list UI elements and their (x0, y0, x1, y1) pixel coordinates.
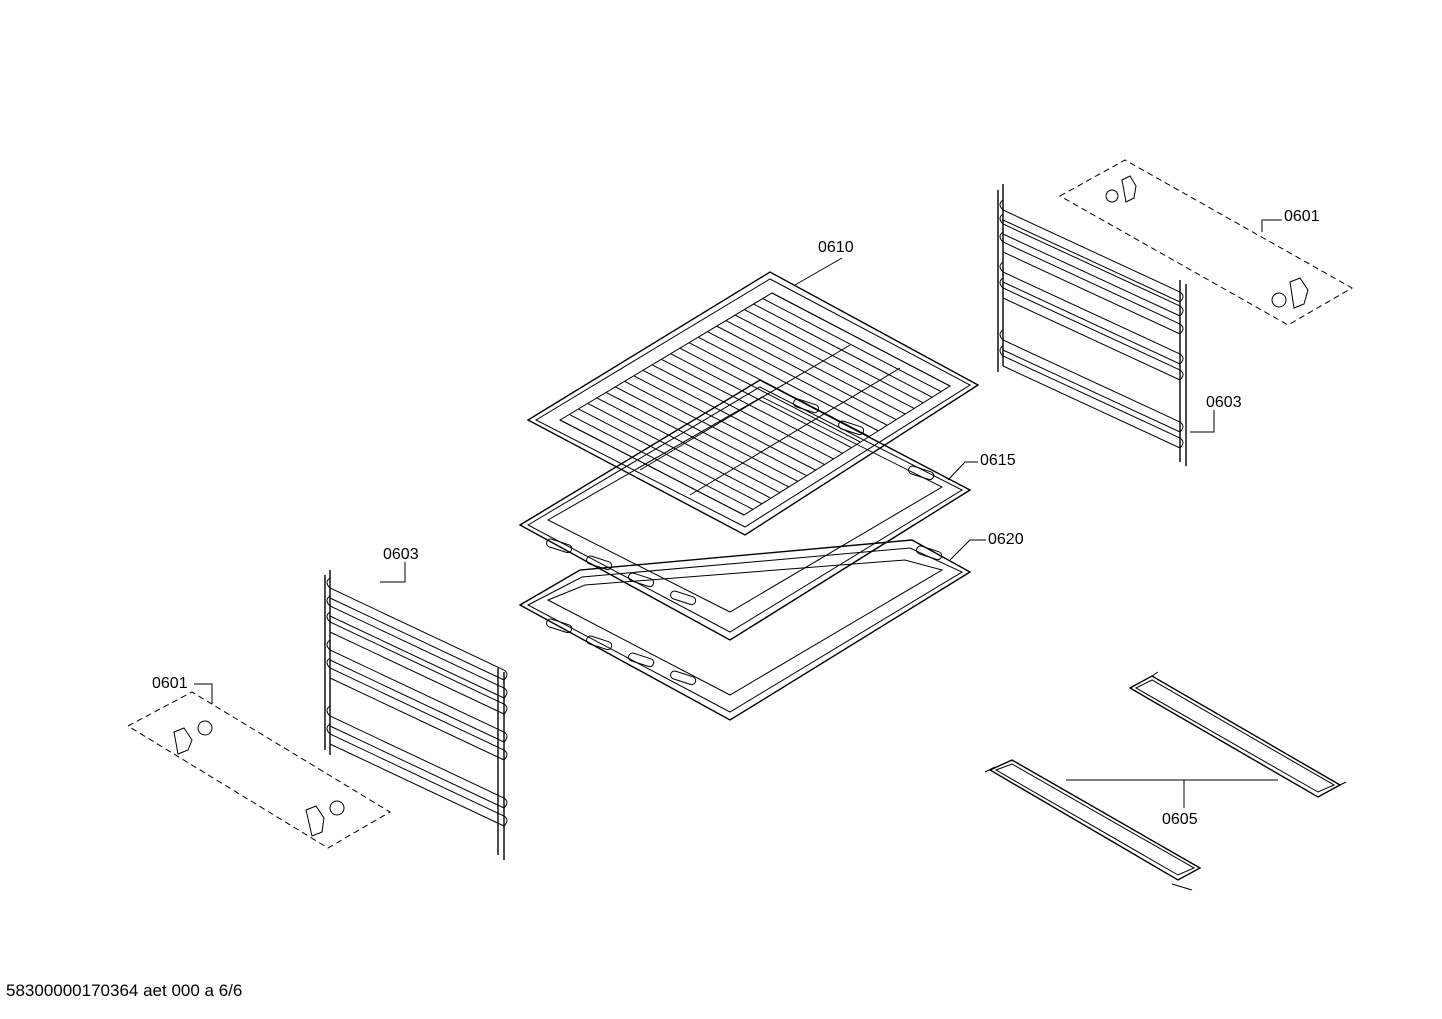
callout-label: 0603 (1206, 394, 1242, 411)
clip-icon (173, 720, 213, 755)
baking-tray-upper (518, 379, 972, 641)
callout-0603-left: 0603 (380, 546, 419, 583)
callout-label: 0603 (383, 546, 419, 563)
callout-0603-right: 0603 (1190, 394, 1242, 433)
wire-rack (526, 271, 980, 536)
callout-0620: 0620 (949, 531, 1024, 561)
document-reference: 58300000170364 aet 000 a 6/6 (6, 981, 243, 1000)
callout-label: 0615 (980, 452, 1016, 469)
callout-label: 0610 (818, 239, 854, 256)
callout-label: 0601 (1284, 208, 1320, 225)
callout-label: 0620 (988, 531, 1024, 548)
callout-0601-right: 0601 (1261, 208, 1320, 232)
callout-0605: 0605 (1066, 779, 1278, 828)
callout-0615: 0615 (947, 452, 1016, 481)
telescopic-rail-lower (984, 759, 1202, 891)
telescopic-rail-upper (1128, 671, 1347, 798)
clip-icon (305, 800, 345, 837)
mounting-clips-left (126, 691, 391, 849)
callout-0601-left: 0601 (152, 675, 213, 704)
side-rail-right (997, 184, 1187, 466)
callout-0610: 0610 (794, 239, 854, 286)
callout-label: 0605 (1162, 811, 1198, 828)
clip-icon (1271, 277, 1309, 309)
mounting-clips-right (1058, 159, 1354, 326)
clip-icon (1105, 175, 1137, 203)
baking-tray-lower (518, 539, 972, 721)
callout-label: 0601 (152, 675, 188, 692)
side-rail-left (324, 570, 508, 860)
